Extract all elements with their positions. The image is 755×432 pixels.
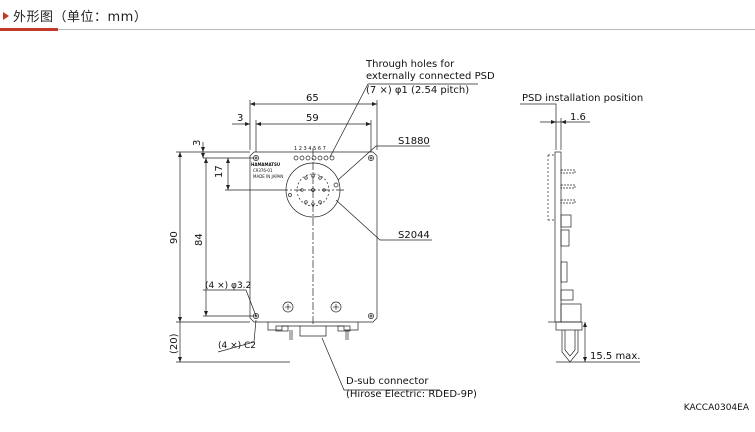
dim-17: 17: [214, 165, 225, 178]
dim-15-5: 15.5 max.: [590, 351, 640, 362]
dim-3-left: 3: [192, 140, 203, 146]
s2044-label: S2044: [398, 230, 430, 241]
made-in-text: MADE IN JAPAN: [253, 174, 283, 179]
through-holes-label-3: (7 ×) φ1 (2.54 pitch): [366, 85, 469, 96]
s1880-label: S1880: [398, 136, 430, 147]
dsub-label-2: (Hirose Electric: RDED-9P): [346, 389, 477, 400]
dim-20: (20): [169, 333, 180, 354]
figure-code: KACCA0304EA: [683, 403, 749, 413]
header-accent-bar: [0, 28, 58, 31]
dim-90: 90: [169, 231, 180, 244]
side-board: [554, 151, 562, 323]
model-text: C9376-01: [253, 168, 273, 173]
dsub-label-1: D-sub connector: [346, 376, 429, 387]
through-holes-label-2: externally connected PSD: [366, 71, 495, 82]
chamfer-note: (4 ×) C2: [218, 341, 256, 351]
section-header: 外形图（单位：mm）: [0, 0, 755, 32]
holes-note: (4 ×) φ3.2: [205, 281, 251, 291]
header-divider: [0, 29, 755, 30]
bullet-triangle-icon: [3, 12, 9, 20]
dim-3-top: 3: [237, 113, 243, 124]
dim-1-6: 1.6: [570, 112, 586, 123]
dim-65: 65: [306, 93, 319, 104]
psd-position-label: PSD installation position: [522, 93, 643, 104]
pin-numbers: 1 2 3 4 5 6 7: [294, 146, 326, 152]
section-title: 外形图（单位：mm）: [13, 10, 148, 25]
brand-logo: HAMAMATSU: [251, 162, 280, 167]
board-outline: [249, 151, 378, 323]
dim-84: 84: [194, 233, 205, 246]
through-holes-label-1: Through holes for: [365, 59, 455, 70]
dim-59: 59: [306, 113, 319, 124]
